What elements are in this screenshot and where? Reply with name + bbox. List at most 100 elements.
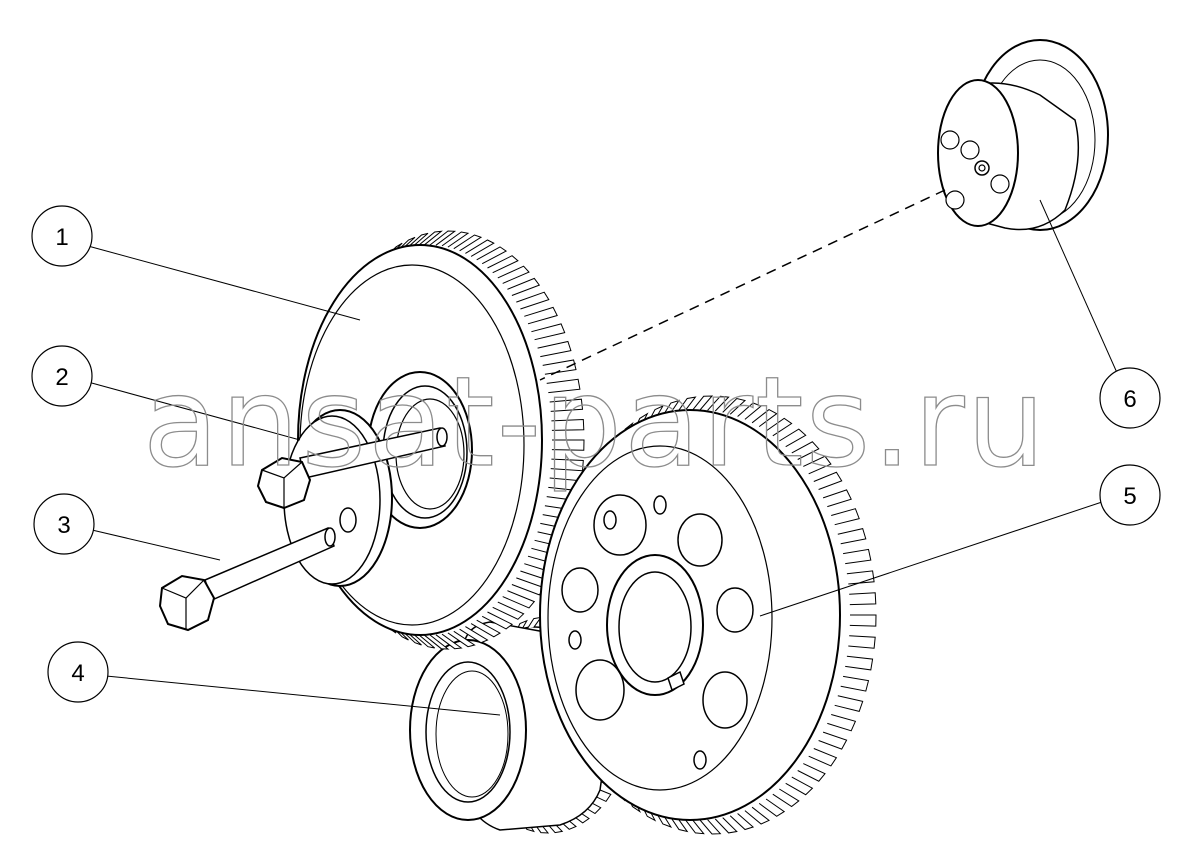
gear5-keyway bbox=[667, 670, 685, 692]
gear-tooth bbox=[765, 417, 793, 437]
gear-tooth bbox=[813, 471, 843, 490]
gear-tooth bbox=[827, 714, 857, 732]
lightening-hole bbox=[561, 567, 599, 613]
lightening-hole bbox=[593, 494, 647, 556]
gear-tooth bbox=[551, 439, 585, 451]
idler-gear-medium bbox=[539, 395, 877, 835]
gear-tooth bbox=[849, 614, 877, 627]
gear-tooth bbox=[502, 590, 536, 609]
gear-tooth bbox=[465, 239, 495, 257]
gear-tooth bbox=[707, 395, 730, 412]
lightening-hole bbox=[693, 750, 707, 770]
gear-tooth bbox=[441, 231, 470, 248]
leader-lines bbox=[87, 199, 1119, 716]
callout-5: 5 bbox=[1099, 464, 1161, 526]
gear-tooth bbox=[837, 528, 867, 545]
lightening-hole bbox=[716, 587, 754, 633]
callout-label: 2 bbox=[55, 364, 68, 391]
gear4-bore-inner bbox=[435, 670, 509, 798]
gear-tooth bbox=[772, 788, 800, 808]
gear-tooth bbox=[722, 397, 747, 415]
gear-tooth bbox=[487, 255, 519, 274]
gear-tooth bbox=[692, 395, 714, 411]
gear-tooth bbox=[423, 634, 450, 650]
gear-tooth bbox=[453, 234, 483, 252]
gear-tooth bbox=[550, 458, 584, 472]
gear-tooth bbox=[429, 230, 457, 246]
gear-tooth bbox=[549, 398, 584, 412]
gear-tooth bbox=[411, 632, 436, 649]
gear-tooth bbox=[843, 548, 872, 565]
gear5-lightening-holes bbox=[561, 494, 754, 770]
lightening-hole bbox=[702, 671, 748, 729]
gear-tooth bbox=[808, 748, 838, 767]
gear-tooth bbox=[818, 731, 848, 750]
gear-tooth bbox=[791, 441, 820, 460]
callout-label: 3 bbox=[57, 512, 70, 539]
callout-group: 1 2 3 4 5 6 bbox=[31, 205, 1161, 703]
callout-6: 6 bbox=[1099, 367, 1161, 429]
gear-tooth bbox=[459, 626, 489, 644]
gear-tooth bbox=[744, 806, 770, 825]
bolt bbox=[158, 526, 336, 632]
gear-tooth bbox=[524, 306, 558, 325]
gear-tooth bbox=[542, 359, 577, 375]
callout-label: 4 bbox=[71, 660, 84, 687]
callout-3: 3 bbox=[33, 493, 95, 555]
gear-tooth bbox=[447, 630, 476, 648]
callout-label: 5 bbox=[1123, 483, 1136, 510]
gear-tooth bbox=[435, 633, 463, 650]
callout-1: 1 bbox=[31, 205, 93, 267]
washer-hole bbox=[339, 507, 357, 533]
gear-tooth bbox=[481, 611, 514, 630]
gear-tooth bbox=[497, 265, 530, 284]
lightening-hole bbox=[653, 495, 667, 515]
idler-hub bbox=[937, 39, 1109, 231]
axis-dashed-line bbox=[539, 189, 946, 381]
gear-tooth bbox=[714, 817, 738, 834]
watermark-text: ansat-parts.ru bbox=[143, 351, 1047, 495]
gear-tooth bbox=[834, 695, 864, 712]
gear-tooth bbox=[845, 655, 874, 671]
gear5-bore bbox=[618, 571, 692, 683]
gear-tooth bbox=[699, 819, 722, 835]
callout-2: 2 bbox=[31, 345, 93, 407]
lightening-hole bbox=[603, 510, 617, 530]
gear-tooth bbox=[848, 635, 876, 649]
callout-label: 6 bbox=[1123, 386, 1136, 413]
gear-tooth bbox=[797, 763, 826, 782]
hex-nut bbox=[256, 456, 312, 510]
gear-tooth bbox=[751, 409, 778, 428]
gear-tooth bbox=[531, 323, 566, 341]
callout-4: 4 bbox=[47, 641, 109, 703]
gear-tooth bbox=[840, 675, 870, 692]
gear-tooth bbox=[537, 340, 572, 358]
gear-tooth bbox=[676, 396, 697, 413]
gear-tooth bbox=[507, 277, 541, 296]
gear-tooth bbox=[417, 230, 443, 247]
gear-tooth bbox=[849, 592, 877, 606]
gear-tooth bbox=[803, 455, 832, 475]
callout-label: 1 bbox=[55, 224, 68, 251]
gear5-teeth bbox=[547, 395, 877, 835]
shaft bbox=[299, 427, 448, 479]
gear-tooth bbox=[779, 428, 807, 448]
gear-tooth bbox=[729, 813, 755, 831]
gear-tooth bbox=[492, 601, 525, 620]
gear-tooth bbox=[831, 508, 860, 526]
gear-tooth bbox=[516, 291, 550, 310]
gear-tooth bbox=[684, 818, 705, 835]
gear-tooth bbox=[527, 616, 543, 629]
gear-tooth bbox=[476, 246, 508, 265]
gear-tooth bbox=[470, 619, 502, 638]
lightening-hole bbox=[568, 630, 582, 650]
gear-tooth bbox=[737, 402, 763, 420]
lightening-hole bbox=[677, 513, 723, 567]
lightening-hole bbox=[575, 659, 625, 721]
gear-tooth bbox=[551, 418, 585, 431]
gear-tooth bbox=[511, 577, 545, 596]
gear-tooth bbox=[546, 378, 581, 394]
gear-tooth bbox=[822, 489, 852, 508]
